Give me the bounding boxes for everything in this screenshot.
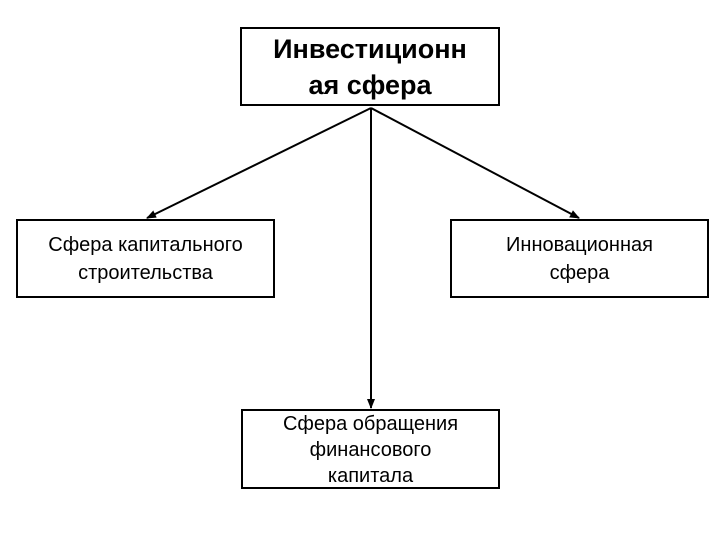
- node-financial-capital: Сфера обращения финансового капитала: [241, 409, 500, 489]
- node-financial-capital-label: Сфера обращения финансового капитала: [282, 413, 459, 487]
- node-innovation-sphere-label: Инновационная сфера: [506, 233, 653, 284]
- arrow-to-innovation: [370, 107, 580, 219]
- node-capital-construction: Сфера капитального строительства: [16, 219, 275, 298]
- node-investment-sphere: Инвестиционн ая сфера: [240, 27, 500, 106]
- node-innovation-sphere: Инновационная сфера: [450, 219, 709, 298]
- node-investment-sphere-label: Инвестиционн ая сфера: [273, 33, 467, 100]
- node-capital-construction-label: Сфера капитального строительства: [48, 233, 243, 284]
- arrow-to-capital-construction: [146, 107, 372, 219]
